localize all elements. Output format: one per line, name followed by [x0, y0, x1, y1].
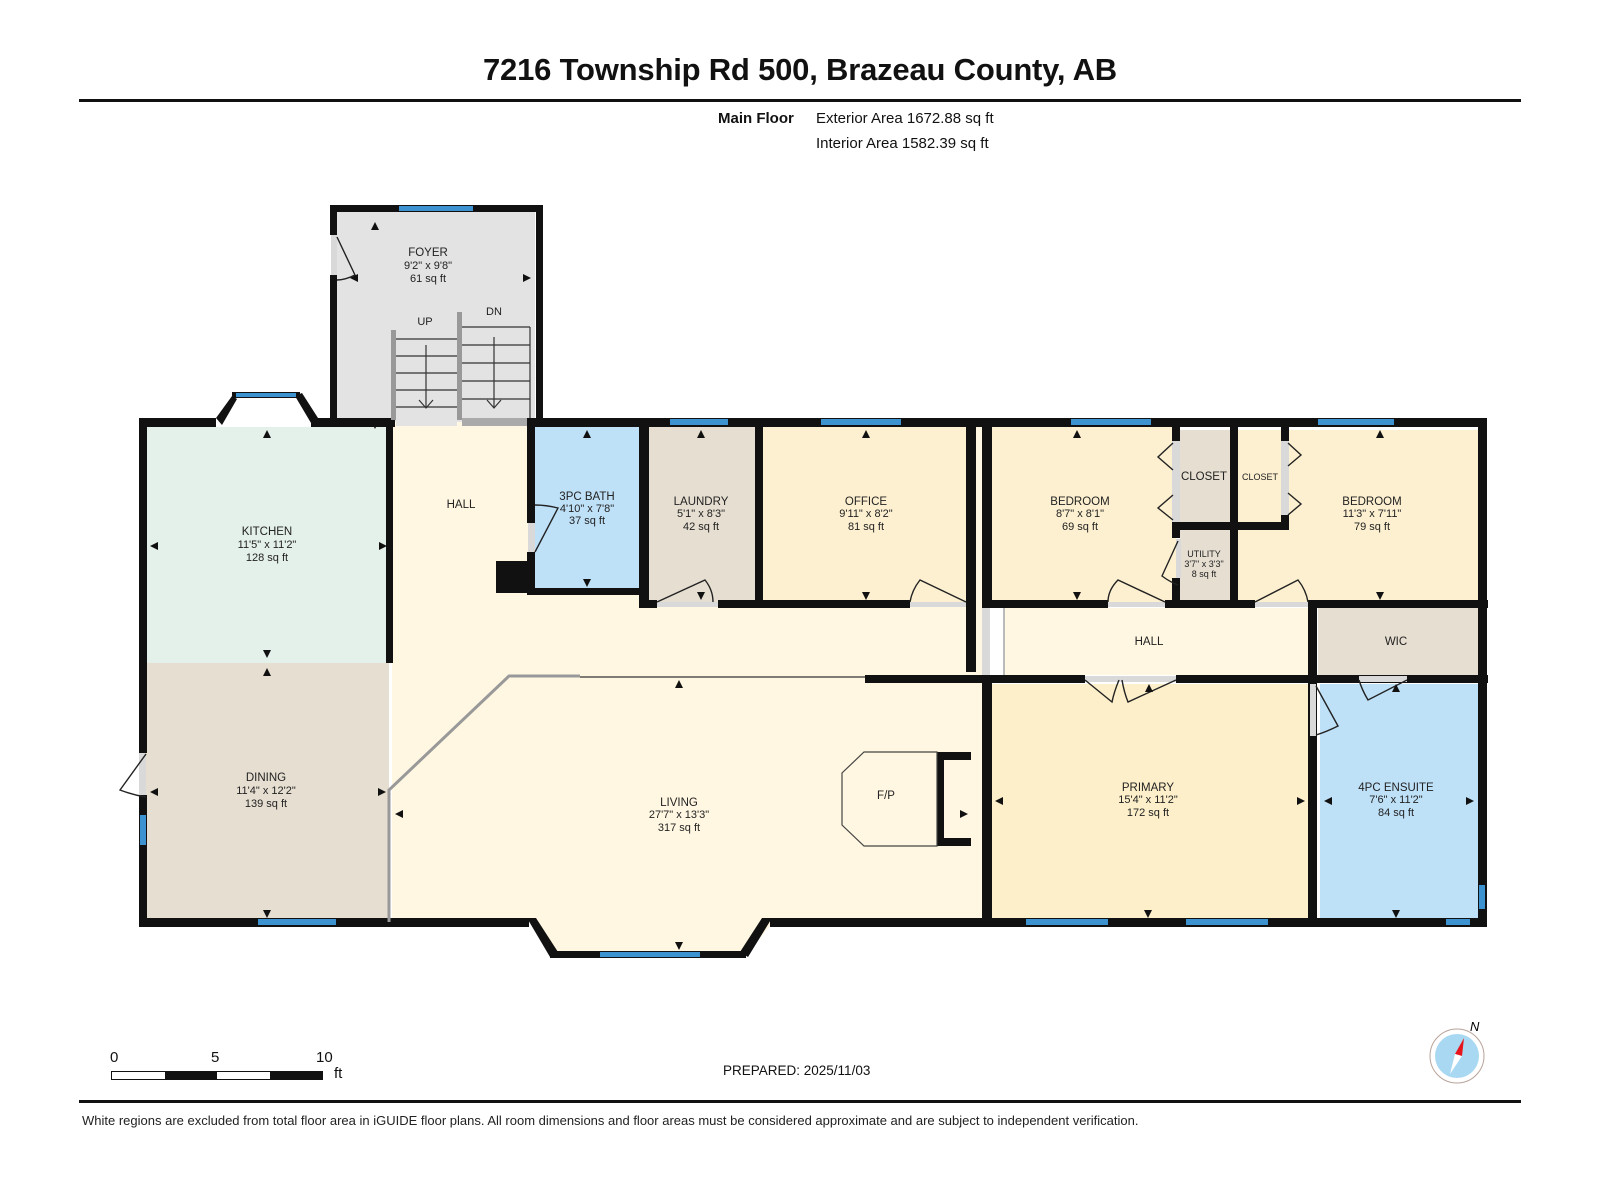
svg-text:UTILITY: UTILITY — [1187, 549, 1221, 559]
svg-text:79 sq ft: 79 sq ft — [1354, 521, 1390, 533]
wic-fill — [1318, 608, 1478, 675]
fireplace-hearth — [841, 751, 938, 847]
room-fills — [146, 212, 1478, 953]
svg-text:DINING: DINING — [246, 772, 286, 784]
svg-text:KITCHEN: KITCHEN — [242, 526, 292, 538]
scale-tick-10: 10 — [316, 1049, 333, 1066]
bath3-fill — [535, 427, 639, 589]
svg-text:84 sq ft: 84 sq ft — [1378, 807, 1414, 819]
partitions — [387, 608, 1005, 922]
stairs — [391, 312, 531, 426]
exterior-area: Exterior Area 1672.88 sq ft — [816, 110, 994, 127]
svg-text:FOYER: FOYER — [408, 247, 448, 259]
svg-text:3'7" x 3'3": 3'7" x 3'3" — [1184, 559, 1223, 569]
svg-text:LAUNDRY: LAUNDRY — [674, 496, 729, 508]
interior-area: Interior Area 1582.39 sq ft — [816, 135, 989, 152]
office-fill — [762, 427, 968, 603]
svg-text:11'4" x 12'2": 11'4" x 12'2" — [236, 785, 296, 797]
bedroom1-fill — [991, 427, 1176, 603]
doors — [118, 235, 1408, 798]
bedroom2-fill — [1238, 430, 1478, 603]
scale-tick-5: 5 — [211, 1049, 220, 1066]
prepared-date: PREPARED: 2025/11/03 — [723, 1063, 871, 1078]
svg-text:42 sq ft: 42 sq ft — [683, 521, 719, 533]
svg-text:7'6" x 11'2": 7'6" x 11'2" — [1369, 794, 1422, 806]
svg-text:317 sq ft: 317 sq ft — [658, 822, 700, 834]
svg-text:172 sq ft: 172 sq ft — [1127, 807, 1169, 819]
primary-fill — [991, 684, 1311, 921]
disclaimer: White regions are excluded from total fl… — [82, 1113, 1139, 1128]
room-labels: FOYER 9'2" x 9'8" 61 sq ft UP DN KITCHEN… — [236, 247, 1434, 834]
compass-icon: N — [1429, 1019, 1485, 1084]
svg-text:F/P: F/P — [877, 790, 895, 802]
hall2-fill — [1005, 608, 1310, 675]
svg-text:37 sq ft: 37 sq ft — [569, 515, 605, 527]
kitchen-fill — [146, 427, 392, 663]
svg-text:27'7" x 13'3": 27'7" x 13'3" — [649, 809, 709, 821]
svg-text:DN: DN — [486, 306, 502, 318]
svg-text:5'1" x 8'3": 5'1" x 8'3" — [677, 508, 725, 520]
utility-fill — [1180, 530, 1230, 603]
svg-text:4'10" x 7'8": 4'10" x 7'8" — [560, 503, 614, 515]
ensuite-fill — [1320, 684, 1478, 921]
svg-text:8 sq ft: 8 sq ft — [1192, 569, 1217, 579]
windows — [140, 206, 1485, 957]
svg-text:HALL: HALL — [447, 499, 476, 511]
svg-text:UP: UP — [417, 316, 432, 328]
closet1-fill — [1180, 430, 1230, 522]
foyer-fill — [334, 212, 535, 422]
scale-unit: ft — [334, 1065, 343, 1082]
svg-text:HALL: HALL — [1135, 636, 1164, 648]
svg-text:81 sq ft: 81 sq ft — [848, 521, 884, 533]
svg-text:BEDROOM: BEDROOM — [1342, 496, 1401, 508]
dining-fill — [146, 663, 389, 922]
svg-text:LIVING: LIVING — [660, 797, 698, 809]
living-fill — [392, 677, 982, 953]
svg-text:61 sq ft: 61 sq ft — [410, 273, 446, 285]
svg-text:9'11" x 8'2": 9'11" x 8'2" — [839, 508, 892, 520]
svg-text:CLOSET: CLOSET — [1242, 472, 1279, 482]
floor-label: Main Floor — [718, 110, 794, 127]
svg-text:OFFICE: OFFICE — [845, 496, 887, 508]
svg-text:BEDROOM: BEDROOM — [1050, 496, 1109, 508]
footer-divider — [79, 1100, 1521, 1103]
svg-text:128 sq ft: 128 sq ft — [246, 552, 288, 564]
svg-text:3PC BATH: 3PC BATH — [559, 491, 614, 503]
header-divider — [79, 99, 1521, 102]
svg-text:69 sq ft: 69 sq ft — [1062, 521, 1098, 533]
dimension-markers — [150, 222, 1474, 950]
svg-text:9'2" x 9'8": 9'2" x 9'8" — [404, 260, 452, 272]
walls — [139, 205, 1488, 958]
svg-text:15'4" x 11'2": 15'4" x 11'2" — [1118, 794, 1178, 806]
svg-text:4PC ENSUITE: 4PC ENSUITE — [1358, 782, 1434, 794]
laundry-fill — [649, 427, 755, 603]
scale-tick-0: 0 — [110, 1049, 119, 1066]
svg-text:PRIMARY: PRIMARY — [1122, 782, 1175, 794]
svg-text:11'5" x 11'2": 11'5" x 11'2" — [238, 539, 297, 551]
page-title: 7216 Township Rd 500, Brazeau County, AB — [483, 52, 1117, 87]
svg-text:8'7" x 8'1": 8'7" x 8'1" — [1056, 508, 1104, 520]
svg-text:CLOSET: CLOSET — [1181, 471, 1227, 483]
svg-text:11'3" x 7'11": 11'3" x 7'11" — [1343, 508, 1402, 520]
svg-text:WIC: WIC — [1385, 636, 1407, 648]
svg-text:N: N — [1470, 1019, 1480, 1034]
svg-text:139 sq ft: 139 sq ft — [245, 798, 287, 810]
